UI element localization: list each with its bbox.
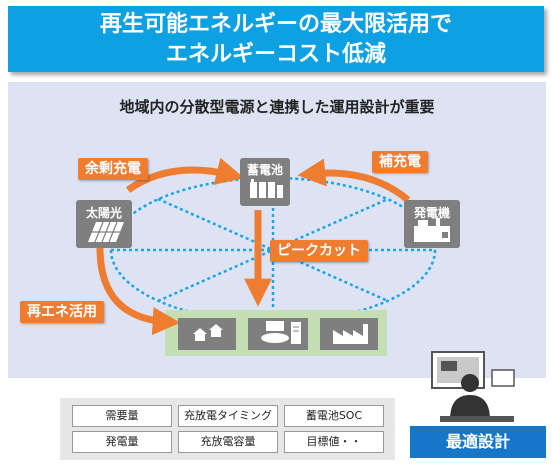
param-cell: 需要量	[72, 405, 172, 427]
supplementary-charge-label: 補充電	[372, 151, 428, 173]
factory-icon	[333, 324, 368, 344]
generator-label: 発電機	[413, 206, 450, 220]
supplementary-charge-arrow	[297, 158, 411, 203]
surplus-charge-arrow	[125, 157, 245, 193]
house-icon-box	[178, 318, 236, 350]
param-cell: 目標値・・	[284, 431, 384, 453]
title-line-1: 再生可能エネルギーの最大限活用で	[99, 12, 452, 37]
parameter-table: 需要量 充放電タイミング 蓄電池SOC 発電量 充放電容量 目標値・・	[60, 398, 395, 460]
solar-panel-icon	[88, 221, 124, 243]
param-cell: 発電量	[72, 431, 172, 453]
diagram-subtitle: 地域内の分散型電源と連携した運用設計が重要	[119, 98, 435, 116]
factory-icon-box	[320, 318, 378, 350]
title-line-2: エネルギーコスト低減	[165, 42, 386, 67]
param-cell: 蓄電池SOC	[284, 405, 384, 427]
renewable-use-label: 再エネ活用	[20, 301, 104, 323]
title-banner: 再生可能エネルギーの最大限活用で エネルギーコスト低減	[8, 6, 544, 72]
server-icon	[261, 321, 301, 344]
solar-label: 太陽光	[85, 206, 122, 220]
param-cell: 充放電容量	[178, 431, 278, 453]
generator-node	[404, 200, 460, 248]
user-at-monitor-icon	[431, 351, 515, 422]
renewable-use-arrow	[96, 247, 181, 336]
surplus-charge-label: 余剰充電	[78, 158, 148, 180]
param-cell: 充放電タイミング	[178, 405, 278, 427]
house-icon	[193, 324, 223, 341]
battery-label: 蓄電池	[246, 163, 283, 177]
battery-icon	[250, 179, 283, 198]
battery-node	[240, 158, 290, 206]
server-icon-box	[248, 318, 308, 350]
generator-icon	[414, 218, 450, 242]
solar-node	[76, 200, 132, 248]
optimal-design-label: 最適設計	[410, 426, 546, 458]
peak-cut-label: ピークカット	[270, 240, 368, 262]
